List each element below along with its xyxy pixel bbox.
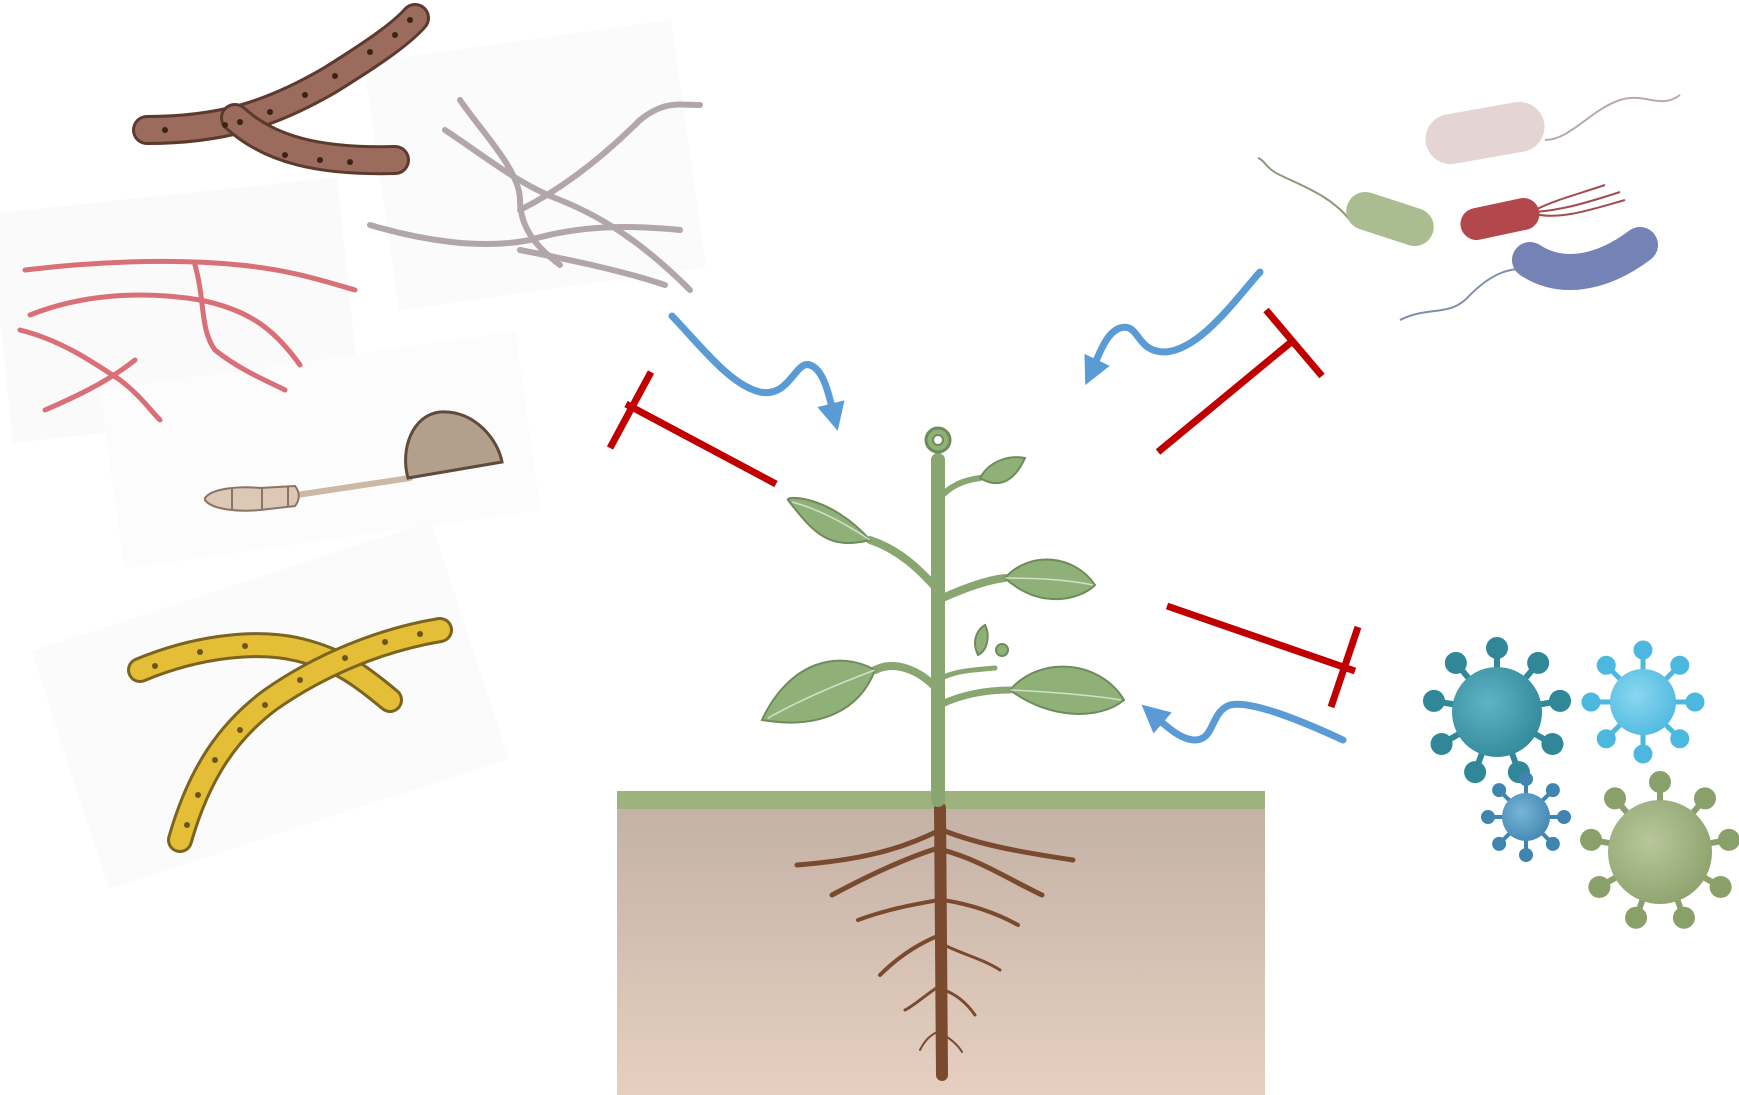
- plant-stem: [870, 445, 1010, 800]
- bacteria-activation-arrow: [1090, 272, 1260, 375]
- virus-group: [1425, 640, 1738, 928]
- olive-virus: [1582, 774, 1738, 928]
- grey-mycelium-panel: [364, 20, 706, 311]
- pale-bacterium: [1422, 95, 1680, 168]
- small-blue-virus: [1483, 774, 1569, 860]
- bacteria-inhibition-bar: [1158, 310, 1322, 452]
- fungi-activation-arrow: [672, 316, 835, 420]
- blue-bacterium: [1400, 245, 1640, 320]
- plant-group: [617, 428, 1265, 1095]
- teal-virus: [1425, 640, 1570, 782]
- fungi-group: [0, 17, 706, 889]
- green-bacterium: [1258, 158, 1439, 251]
- leaf: [980, 457, 1025, 483]
- light-blue-virus: [1584, 643, 1702, 761]
- virus-inhibition-bar: [1167, 606, 1358, 707]
- red-bacterium: [1458, 185, 1625, 243]
- bacteria-group: [1258, 95, 1680, 320]
- virus-activation-arrow: [1150, 704, 1343, 740]
- leaf: [762, 661, 875, 723]
